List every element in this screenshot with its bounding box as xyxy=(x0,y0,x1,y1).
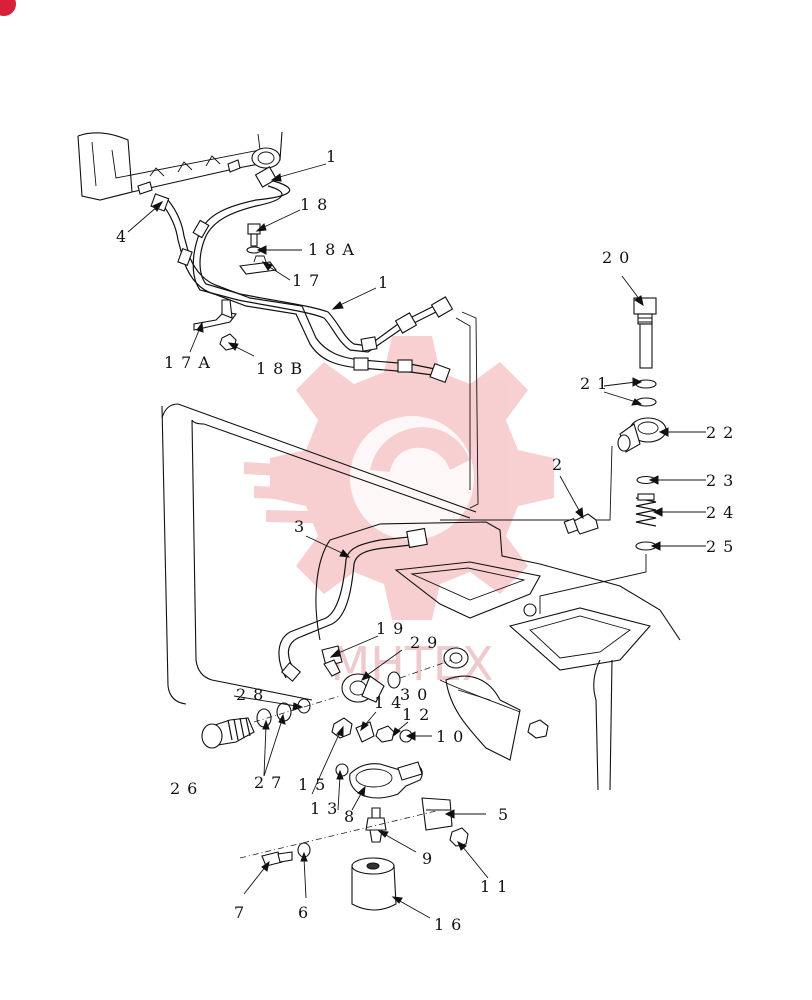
callout-7: 7 xyxy=(234,903,251,922)
callout-12: 12 xyxy=(402,705,436,724)
callout-18: 18 xyxy=(300,195,334,214)
callout-28: 28 xyxy=(236,685,270,704)
callout-17: 17 xyxy=(292,271,326,290)
callout-15: 15 xyxy=(298,775,332,794)
callout-30: 30 xyxy=(400,685,434,704)
callout-20: 20 xyxy=(602,248,636,267)
callout-6: 6 xyxy=(298,903,315,922)
callout-21: 21 xyxy=(580,374,614,393)
callout-labels: 1 1 2 3 4 5 6 7 8 9 10 11 12 13 14 15 16… xyxy=(116,147,740,934)
callout-18a: 18A xyxy=(308,240,361,259)
pipe-3 xyxy=(278,527,428,682)
callout-27: 27 xyxy=(254,773,288,792)
callout-1-top: 1 xyxy=(326,147,343,166)
callout-29: 29 xyxy=(410,633,444,652)
engine-housing xyxy=(77,131,283,201)
leader-lines xyxy=(127,163,706,919)
callout-14: 14 xyxy=(374,693,408,712)
transmission-housing xyxy=(161,311,681,791)
callout-13: 13 xyxy=(310,799,344,818)
callout-3: 3 xyxy=(294,517,311,536)
watermark-logo xyxy=(244,336,554,620)
corner-badge xyxy=(0,0,16,16)
callout-2: 2 xyxy=(552,455,569,474)
callout-23: 23 xyxy=(706,471,740,490)
callout-11: 11 xyxy=(480,877,514,896)
pipe-assembly-top xyxy=(150,166,454,384)
callout-25: 25 xyxy=(706,537,740,556)
callout-24: 24 xyxy=(706,503,740,522)
callout-19: 19 xyxy=(376,619,410,638)
callout-9: 9 xyxy=(422,849,439,868)
callout-4: 4 xyxy=(116,227,133,246)
callout-22: 22 xyxy=(706,423,740,442)
callout-1-mid: 1 xyxy=(378,273,395,292)
callout-16: 16 xyxy=(434,915,468,934)
callout-26: 26 xyxy=(170,779,204,798)
callout-18b: 18B xyxy=(256,359,309,378)
callout-8: 8 xyxy=(344,807,361,826)
callout-10: 10 xyxy=(436,727,470,746)
callout-5: 5 xyxy=(498,805,515,824)
callout-17a: 17A xyxy=(164,353,217,372)
watermark-gear xyxy=(270,336,554,620)
filter-assembly xyxy=(201,645,469,911)
